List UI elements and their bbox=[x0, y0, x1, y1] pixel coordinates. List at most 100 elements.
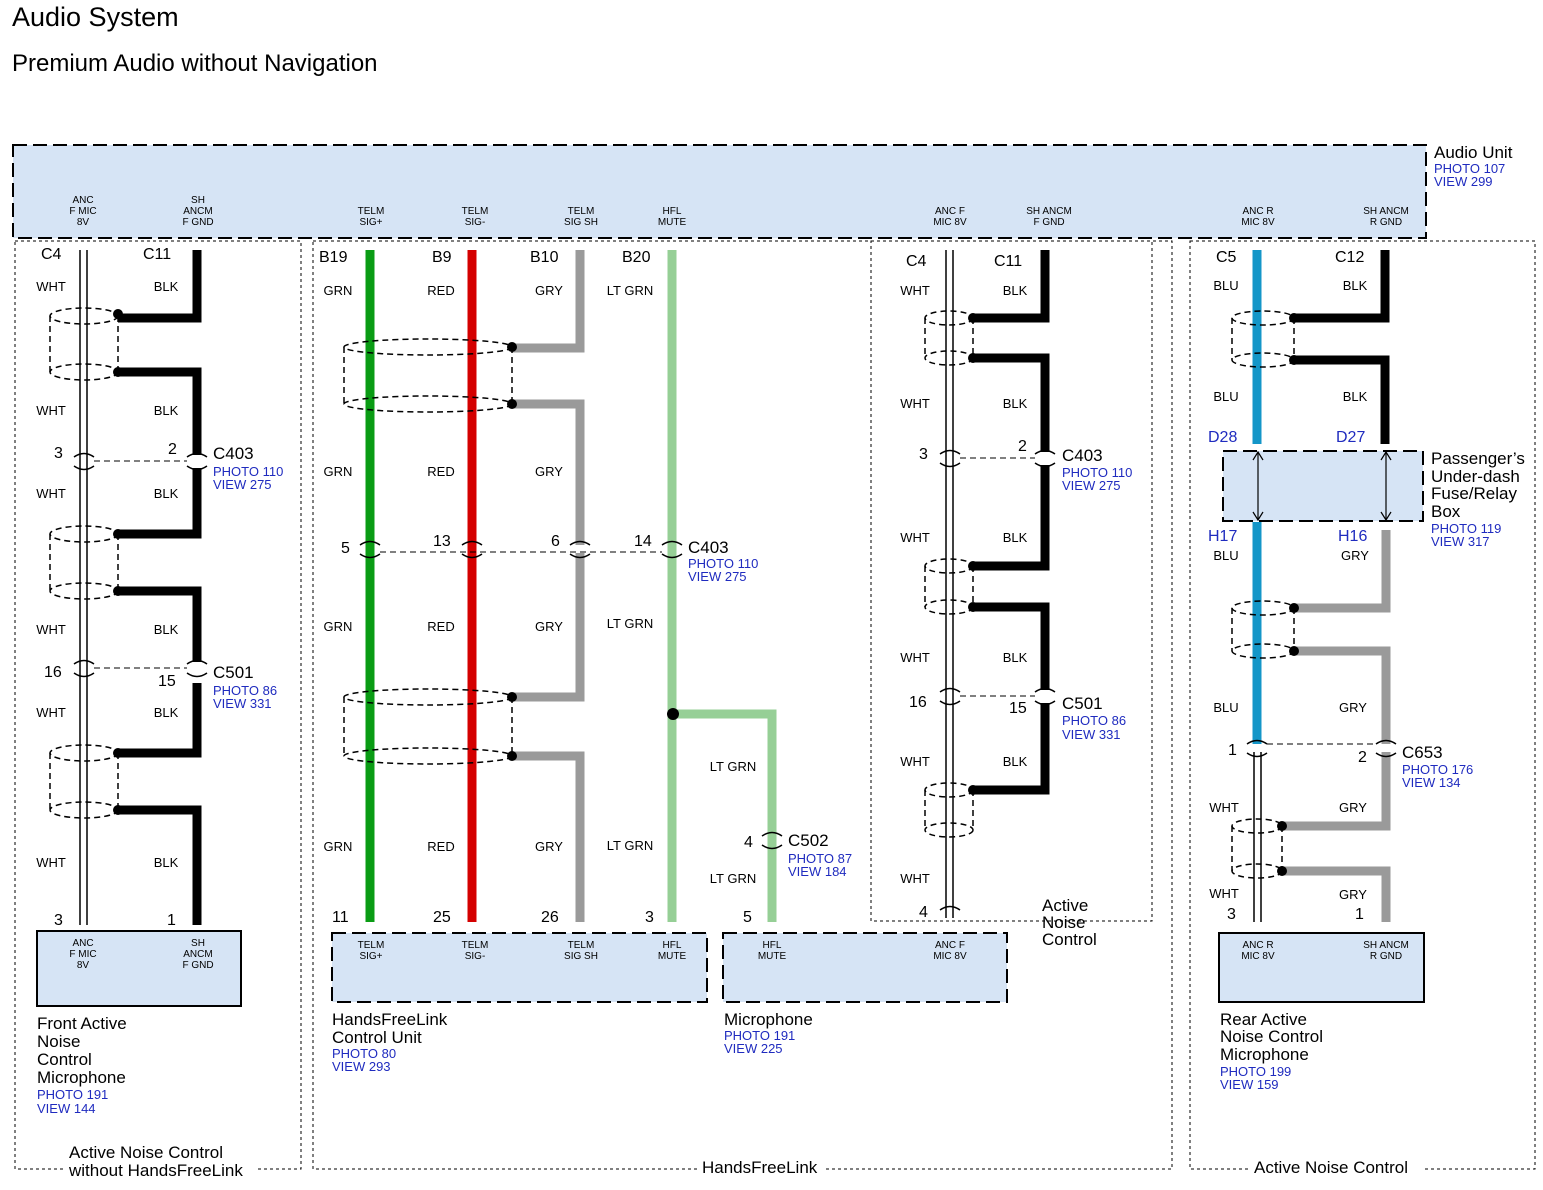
connector-name: C403 bbox=[688, 538, 729, 557]
svg-text:1: 1 bbox=[1355, 906, 1364, 923]
wire-color-label: WHT bbox=[36, 279, 66, 294]
svg-text:without HandsFreeLink: without HandsFreeLink bbox=[68, 1161, 243, 1180]
svg-text:PHOTO 110: PHOTO 110 bbox=[688, 556, 758, 571]
front-anc-labels: C4 C11 WHT BLK WHT BLK 3 2 C403 PHOTO 11… bbox=[36, 246, 283, 929]
svg-text:Microphone: Microphone bbox=[1220, 1045, 1309, 1064]
pin-label: TELM bbox=[568, 206, 595, 217]
svg-text:4: 4 bbox=[919, 904, 928, 921]
connector-view: VIEW 331 bbox=[213, 696, 272, 711]
pin-number: 3 bbox=[54, 445, 63, 462]
pin-number: C4 bbox=[41, 246, 62, 263]
pin-label: TELM bbox=[358, 206, 385, 217]
svg-text:BLK: BLK bbox=[1003, 650, 1028, 665]
svg-text:5: 5 bbox=[743, 909, 752, 926]
svg-text:BLU: BLU bbox=[1213, 278, 1238, 293]
svg-text:TELM: TELM bbox=[568, 940, 595, 951]
svg-text:3: 3 bbox=[1227, 906, 1236, 923]
svg-text:R GND: R GND bbox=[1370, 951, 1402, 962]
pin-label: MIC 8V bbox=[933, 217, 967, 228]
svg-text:SIG-: SIG- bbox=[465, 951, 486, 962]
svg-text:SH: SH bbox=[191, 938, 205, 949]
svg-text:Microphone: Microphone bbox=[37, 1068, 126, 1087]
svg-text:SIG+: SIG+ bbox=[359, 951, 382, 962]
svg-text:PHOTO 176: PHOTO 176 bbox=[1402, 762, 1473, 777]
svg-text:BLK: BLK bbox=[1343, 389, 1368, 404]
wire-color-label: BLK bbox=[154, 403, 179, 418]
pin-label: SIG+ bbox=[359, 217, 382, 228]
svg-text:LT GRN: LT GRN bbox=[710, 759, 756, 774]
svg-text:SH ANCM: SH ANCM bbox=[1363, 940, 1409, 951]
svg-text:WHT: WHT bbox=[900, 530, 930, 545]
page-subtitle: Premium Audio without Navigation bbox=[12, 50, 378, 77]
pin-label: MIC 8V bbox=[1241, 217, 1275, 228]
svg-text:PHOTO 191: PHOTO 191 bbox=[724, 1028, 795, 1043]
svg-text:VIEW 317: VIEW 317 bbox=[1431, 534, 1490, 549]
svg-text:Fuse/Relay: Fuse/Relay bbox=[1431, 484, 1517, 503]
svg-text:3: 3 bbox=[645, 909, 654, 926]
pin-label: HFL bbox=[663, 206, 682, 217]
front-mic-name: Front Active Noise Control Microphone PH… bbox=[37, 1014, 127, 1116]
wire-color-label: BLK bbox=[154, 486, 179, 501]
svg-text:16: 16 bbox=[909, 694, 927, 711]
pin-label: SH bbox=[191, 195, 205, 206]
svg-text:WHT: WHT bbox=[900, 650, 930, 665]
svg-text:1: 1 bbox=[1228, 742, 1237, 759]
svg-text:VIEW 293: VIEW 293 bbox=[332, 1059, 391, 1074]
svg-text:VIEW 275: VIEW 275 bbox=[688, 569, 747, 584]
svg-text:PHOTO 87: PHOTO 87 bbox=[788, 851, 852, 866]
svg-text:LT GRN: LT GRN bbox=[607, 838, 653, 853]
svg-text:VIEW 134: VIEW 134 bbox=[1402, 775, 1461, 790]
svg-text:SIG SH: SIG SH bbox=[564, 951, 598, 962]
svg-text:Active Noise Control: Active Noise Control bbox=[69, 1143, 223, 1162]
pin-label: 8V bbox=[77, 217, 90, 228]
fuse-box-name: Passenger’s Under-dash Fuse/Relay Box PH… bbox=[1431, 449, 1525, 549]
svg-text:PHOTO 119: PHOTO 119 bbox=[1431, 521, 1501, 536]
pin-number: B9 bbox=[432, 249, 452, 266]
svg-text:13: 13 bbox=[433, 533, 451, 550]
svg-text:TELM: TELM bbox=[462, 940, 489, 951]
pin-label: ANC bbox=[72, 195, 93, 206]
svg-text:VIEW 184: VIEW 184 bbox=[788, 864, 847, 879]
svg-text:BLK: BLK bbox=[1003, 396, 1028, 411]
svg-text:ANCM: ANCM bbox=[183, 949, 212, 960]
svg-text:BLK: BLK bbox=[1003, 754, 1028, 769]
svg-text:Noise: Noise bbox=[1042, 913, 1085, 932]
svg-text:Microphone: Microphone bbox=[724, 1010, 813, 1029]
svg-text:GRN: GRN bbox=[324, 839, 353, 854]
svg-text:RED: RED bbox=[427, 839, 454, 854]
svg-text:HandsFreeLink: HandsFreeLink bbox=[332, 1010, 448, 1029]
pin-label: ANC R bbox=[1242, 206, 1273, 217]
svg-text:RED: RED bbox=[427, 283, 454, 298]
svg-text:WHT: WHT bbox=[900, 396, 930, 411]
svg-text:LT GRN: LT GRN bbox=[607, 616, 653, 631]
wire-color-label: BLK bbox=[154, 279, 179, 294]
pin-number: 15 bbox=[158, 673, 176, 690]
svg-text:C4: C4 bbox=[906, 253, 927, 270]
svg-text:C12: C12 bbox=[1335, 249, 1364, 266]
audio-unit-photo: PHOTO 107 bbox=[1434, 161, 1505, 176]
microphone-name: Microphone PHOTO 191 VIEW 225 bbox=[724, 1010, 813, 1056]
rear-anc-labels: C5 C12 BLU BLK BLU BLK D28 D27 H17 H16 B… bbox=[1208, 249, 1473, 923]
pin-label: F MIC bbox=[69, 206, 96, 217]
svg-text:D28: D28 bbox=[1208, 429, 1237, 446]
pin-label: F GND bbox=[182, 217, 213, 228]
svg-text:H16: H16 bbox=[1338, 528, 1367, 545]
svg-text:Under-dash: Under-dash bbox=[1431, 467, 1520, 486]
svg-text:Front Active: Front Active bbox=[37, 1014, 127, 1033]
svg-text:11: 11 bbox=[332, 909, 349, 926]
svg-text:MIC 8V: MIC 8V bbox=[1241, 951, 1275, 962]
front-anc-wiring bbox=[49, 250, 208, 925]
pin-number: B20 bbox=[622, 249, 651, 266]
svg-text:GRY: GRY bbox=[1339, 800, 1367, 815]
svg-text:RED: RED bbox=[427, 619, 454, 634]
svg-text:ANC: ANC bbox=[72, 938, 93, 949]
anc-inner-labels: C4 C11 WHT BLK WHT BLK 3 2 C403 PHOTO 11… bbox=[900, 253, 1132, 921]
pin-label: SH ANCM bbox=[1026, 206, 1072, 217]
svg-text:GRY: GRY bbox=[535, 464, 563, 479]
svg-text:HandsFreeLink: HandsFreeLink bbox=[702, 1158, 818, 1177]
wire-color-label: WHT bbox=[36, 403, 66, 418]
svg-text:D27: D27 bbox=[1336, 429, 1365, 446]
svg-text:C501: C501 bbox=[1062, 694, 1103, 713]
svg-text:2: 2 bbox=[1358, 749, 1367, 766]
